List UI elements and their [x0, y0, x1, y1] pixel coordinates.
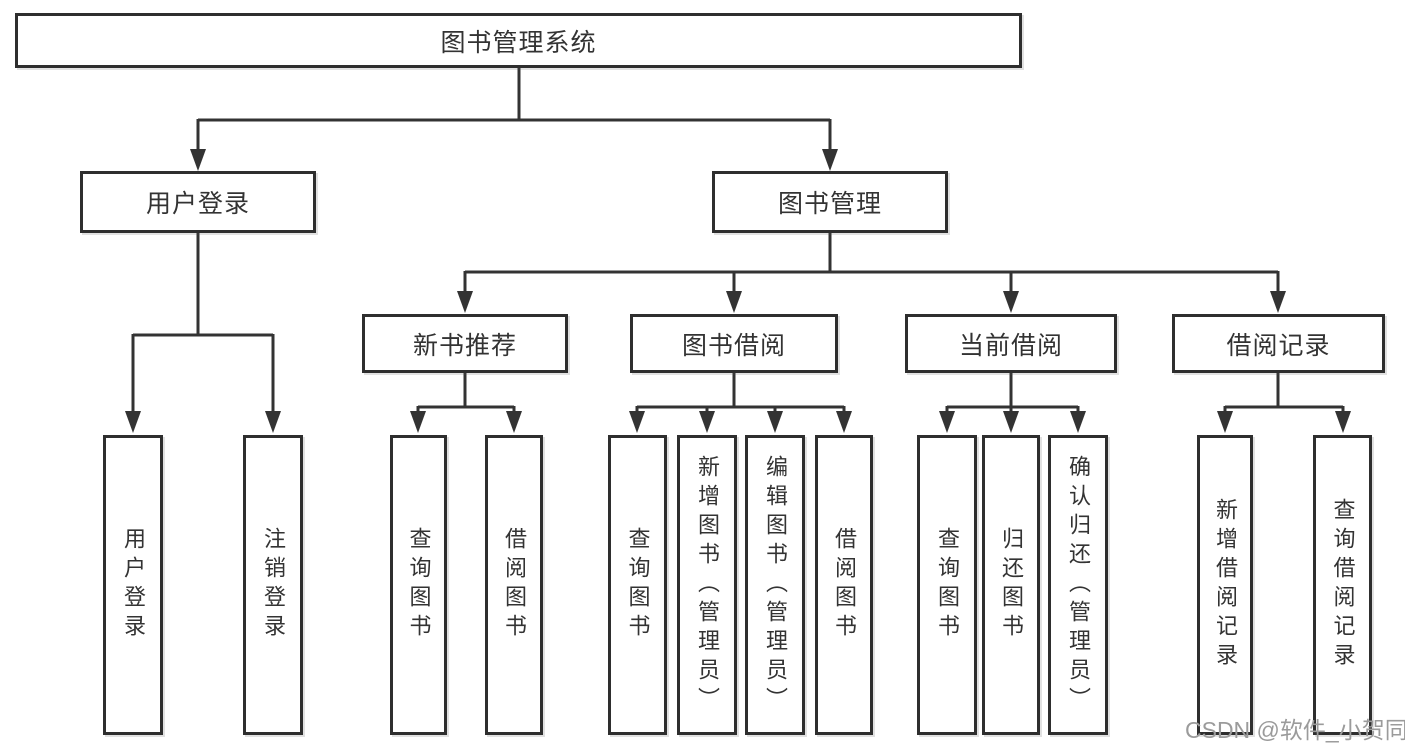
leaf-return-books-label: 归还图书 — [999, 527, 1024, 643]
leaf-recommend-query-books: 查询图书 — [390, 435, 447, 735]
node-book-management-system-label: 图书管理系统 — [440, 28, 597, 57]
leaf-current-query-books-label: 查询图书 — [935, 527, 960, 643]
leaf-user-login-label: 用户登录 — [121, 527, 146, 643]
node-user-login: 用户登录 — [80, 171, 316, 233]
leaf-logout-label: 注销登录 — [261, 527, 286, 643]
connector-book-management-children — [457, 233, 1286, 313]
connector-root-to-level2 — [190, 68, 838, 171]
leaf-borrowing-borrow-books: 借阅图书 — [815, 435, 873, 735]
leaf-edit-books-admin: 编辑图书（管理员） — [745, 435, 805, 735]
leaf-add-borrow-record: 新增借阅记录 — [1197, 435, 1253, 735]
leaf-recommend-borrow-books: 借阅图书 — [485, 435, 543, 735]
leaf-query-borrow-record-label: 查询借阅记录 — [1330, 498, 1356, 672]
node-book-borrowing: 图书借阅 — [630, 314, 838, 373]
leaf-borrowing-query-books: 查询图书 — [608, 435, 667, 735]
connector-current-borrowing-children — [939, 373, 1086, 433]
leaf-user-login: 用户登录 — [103, 435, 163, 735]
leaf-add-books-admin: 新增图书（管理员） — [677, 435, 737, 735]
node-current-borrowing: 当前借阅 — [905, 314, 1117, 373]
leaf-confirm-return-admin: 确认归还（管理员） — [1048, 435, 1108, 735]
node-user-login-label: 用户登录 — [145, 190, 250, 218]
connector-user-login-children — [125, 233, 281, 433]
node-new-book-recommend: 新书推荐 — [362, 314, 568, 373]
connector-borrowing-records-children — [1217, 373, 1351, 433]
connector-book-borrowing-children — [629, 373, 852, 433]
csdn-watermark: CSDN @软件_小贺同学 — [1185, 717, 1405, 743]
leaf-logout: 注销登录 — [243, 435, 303, 735]
leaf-query-borrow-record: 查询借阅记录 — [1313, 435, 1372, 735]
node-borrowing-records-label: 借阅记录 — [1226, 331, 1331, 360]
leaf-borrowing-borrow-books-label: 借阅图书 — [832, 527, 857, 643]
leaf-return-books: 归还图书 — [982, 435, 1040, 735]
leaf-borrowing-query-books-label: 查询图书 — [625, 527, 651, 643]
node-book-management-system: 图书管理系统 — [15, 13, 1022, 68]
leaf-confirm-return-admin-label: 确认归还（管理员） — [1066, 454, 1091, 716]
node-book-management: 图书管理 — [712, 171, 948, 233]
leaf-edit-books-admin-label: 编辑图书（管理员） — [763, 454, 788, 716]
leaf-recommend-borrow-books-label: 借阅图书 — [502, 527, 527, 643]
leaf-add-books-admin-label: 新增图书（管理员） — [695, 454, 720, 716]
node-book-borrowing-label: 图书借阅 — [681, 331, 786, 360]
connector-new-book-recommend-children — [410, 373, 522, 433]
leaf-add-borrow-record-label: 新增借阅记录 — [1213, 498, 1238, 672]
node-book-management-label: 图书管理 — [777, 190, 882, 218]
node-new-book-recommend-label: 新书推荐 — [412, 331, 517, 360]
leaf-current-query-books: 查询图书 — [917, 435, 977, 735]
node-current-borrowing-label: 当前借阅 — [958, 331, 1063, 360]
node-borrowing-records: 借阅记录 — [1172, 314, 1385, 373]
leaf-recommend-query-books-label: 查询图书 — [406, 527, 432, 643]
